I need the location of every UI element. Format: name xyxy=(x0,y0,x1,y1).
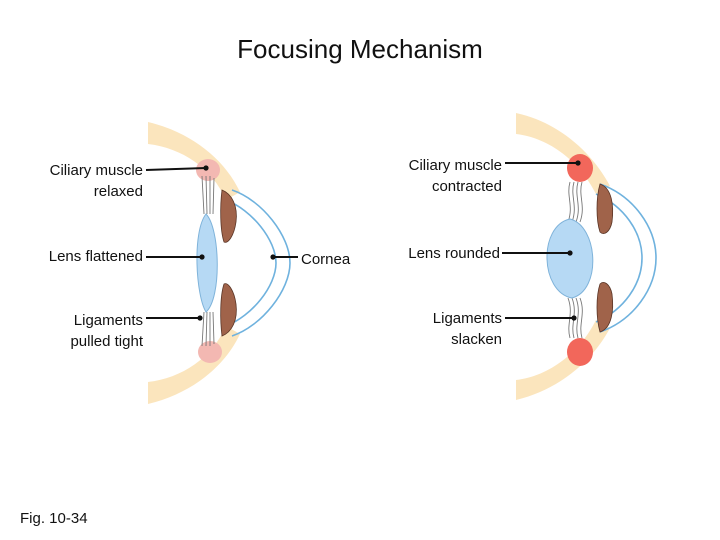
label-line: Ciliary muscle xyxy=(49,162,143,179)
label-line: Lens rounded xyxy=(408,245,500,262)
right-ligaments-top xyxy=(567,181,583,223)
leader-dot xyxy=(575,160,581,166)
left-cornea xyxy=(231,189,291,337)
label-right-lens: Lens rounded xyxy=(360,243,500,264)
leader-dot xyxy=(567,250,573,256)
left-iris-top xyxy=(220,189,237,243)
label-line: Ligaments xyxy=(432,310,502,327)
right-eye xyxy=(516,113,657,400)
left-lens xyxy=(196,213,218,313)
leader-dot xyxy=(199,254,205,260)
leader-dot xyxy=(197,315,203,321)
left-eye xyxy=(148,122,291,404)
label-line: pulled tight xyxy=(70,333,143,350)
label-line: Cornea xyxy=(301,251,351,268)
label-line: relaxed xyxy=(93,183,143,200)
right-cornea-inner xyxy=(595,193,643,323)
label-left-lens: Lens flattened xyxy=(10,246,143,267)
right-sclera-lower xyxy=(516,320,610,400)
figure-reference: Fig. 10-34 xyxy=(20,510,88,527)
left-ligaments-bottom xyxy=(201,311,215,347)
leader-lines xyxy=(145,160,581,321)
left-ciliary-bottom xyxy=(198,341,222,363)
label-left-ciliary: Ciliary muscle relaxed xyxy=(10,160,143,202)
right-sclera xyxy=(516,113,610,194)
leader-dot xyxy=(270,254,276,260)
left-cornea-inner xyxy=(225,199,277,327)
label-line: Lens flattened xyxy=(48,248,143,265)
label-right-ligaments: Ligaments slacken xyxy=(360,308,502,350)
leader-dot xyxy=(571,315,577,321)
left-sclera xyxy=(148,122,240,200)
right-iris-top xyxy=(596,183,614,234)
label-cornea: Cornea xyxy=(301,249,350,270)
right-ciliary-bottom xyxy=(567,338,593,366)
right-lens xyxy=(546,218,594,299)
right-iris-bottom xyxy=(596,282,614,333)
leader-dot xyxy=(203,165,209,171)
label-right-ciliary: Ciliary muscle contracted xyxy=(360,155,502,197)
label-left-ligaments: Ligaments pulled tight xyxy=(10,310,143,352)
right-cornea xyxy=(599,183,657,333)
label-line: contracted xyxy=(431,178,502,195)
left-sclera-lower xyxy=(148,326,240,404)
label-line: Ciliary muscle xyxy=(408,157,502,174)
label-line: Ligaments xyxy=(73,312,143,329)
left-ligaments-top xyxy=(201,175,215,215)
leader-left-ciliary xyxy=(145,167,207,171)
left-iris-bottom xyxy=(220,283,237,337)
left-ciliary-top xyxy=(196,159,220,181)
right-ciliary-top xyxy=(567,154,593,182)
page-title: Focusing Mechanism xyxy=(237,34,483,64)
label-line: slacken xyxy=(451,331,502,348)
